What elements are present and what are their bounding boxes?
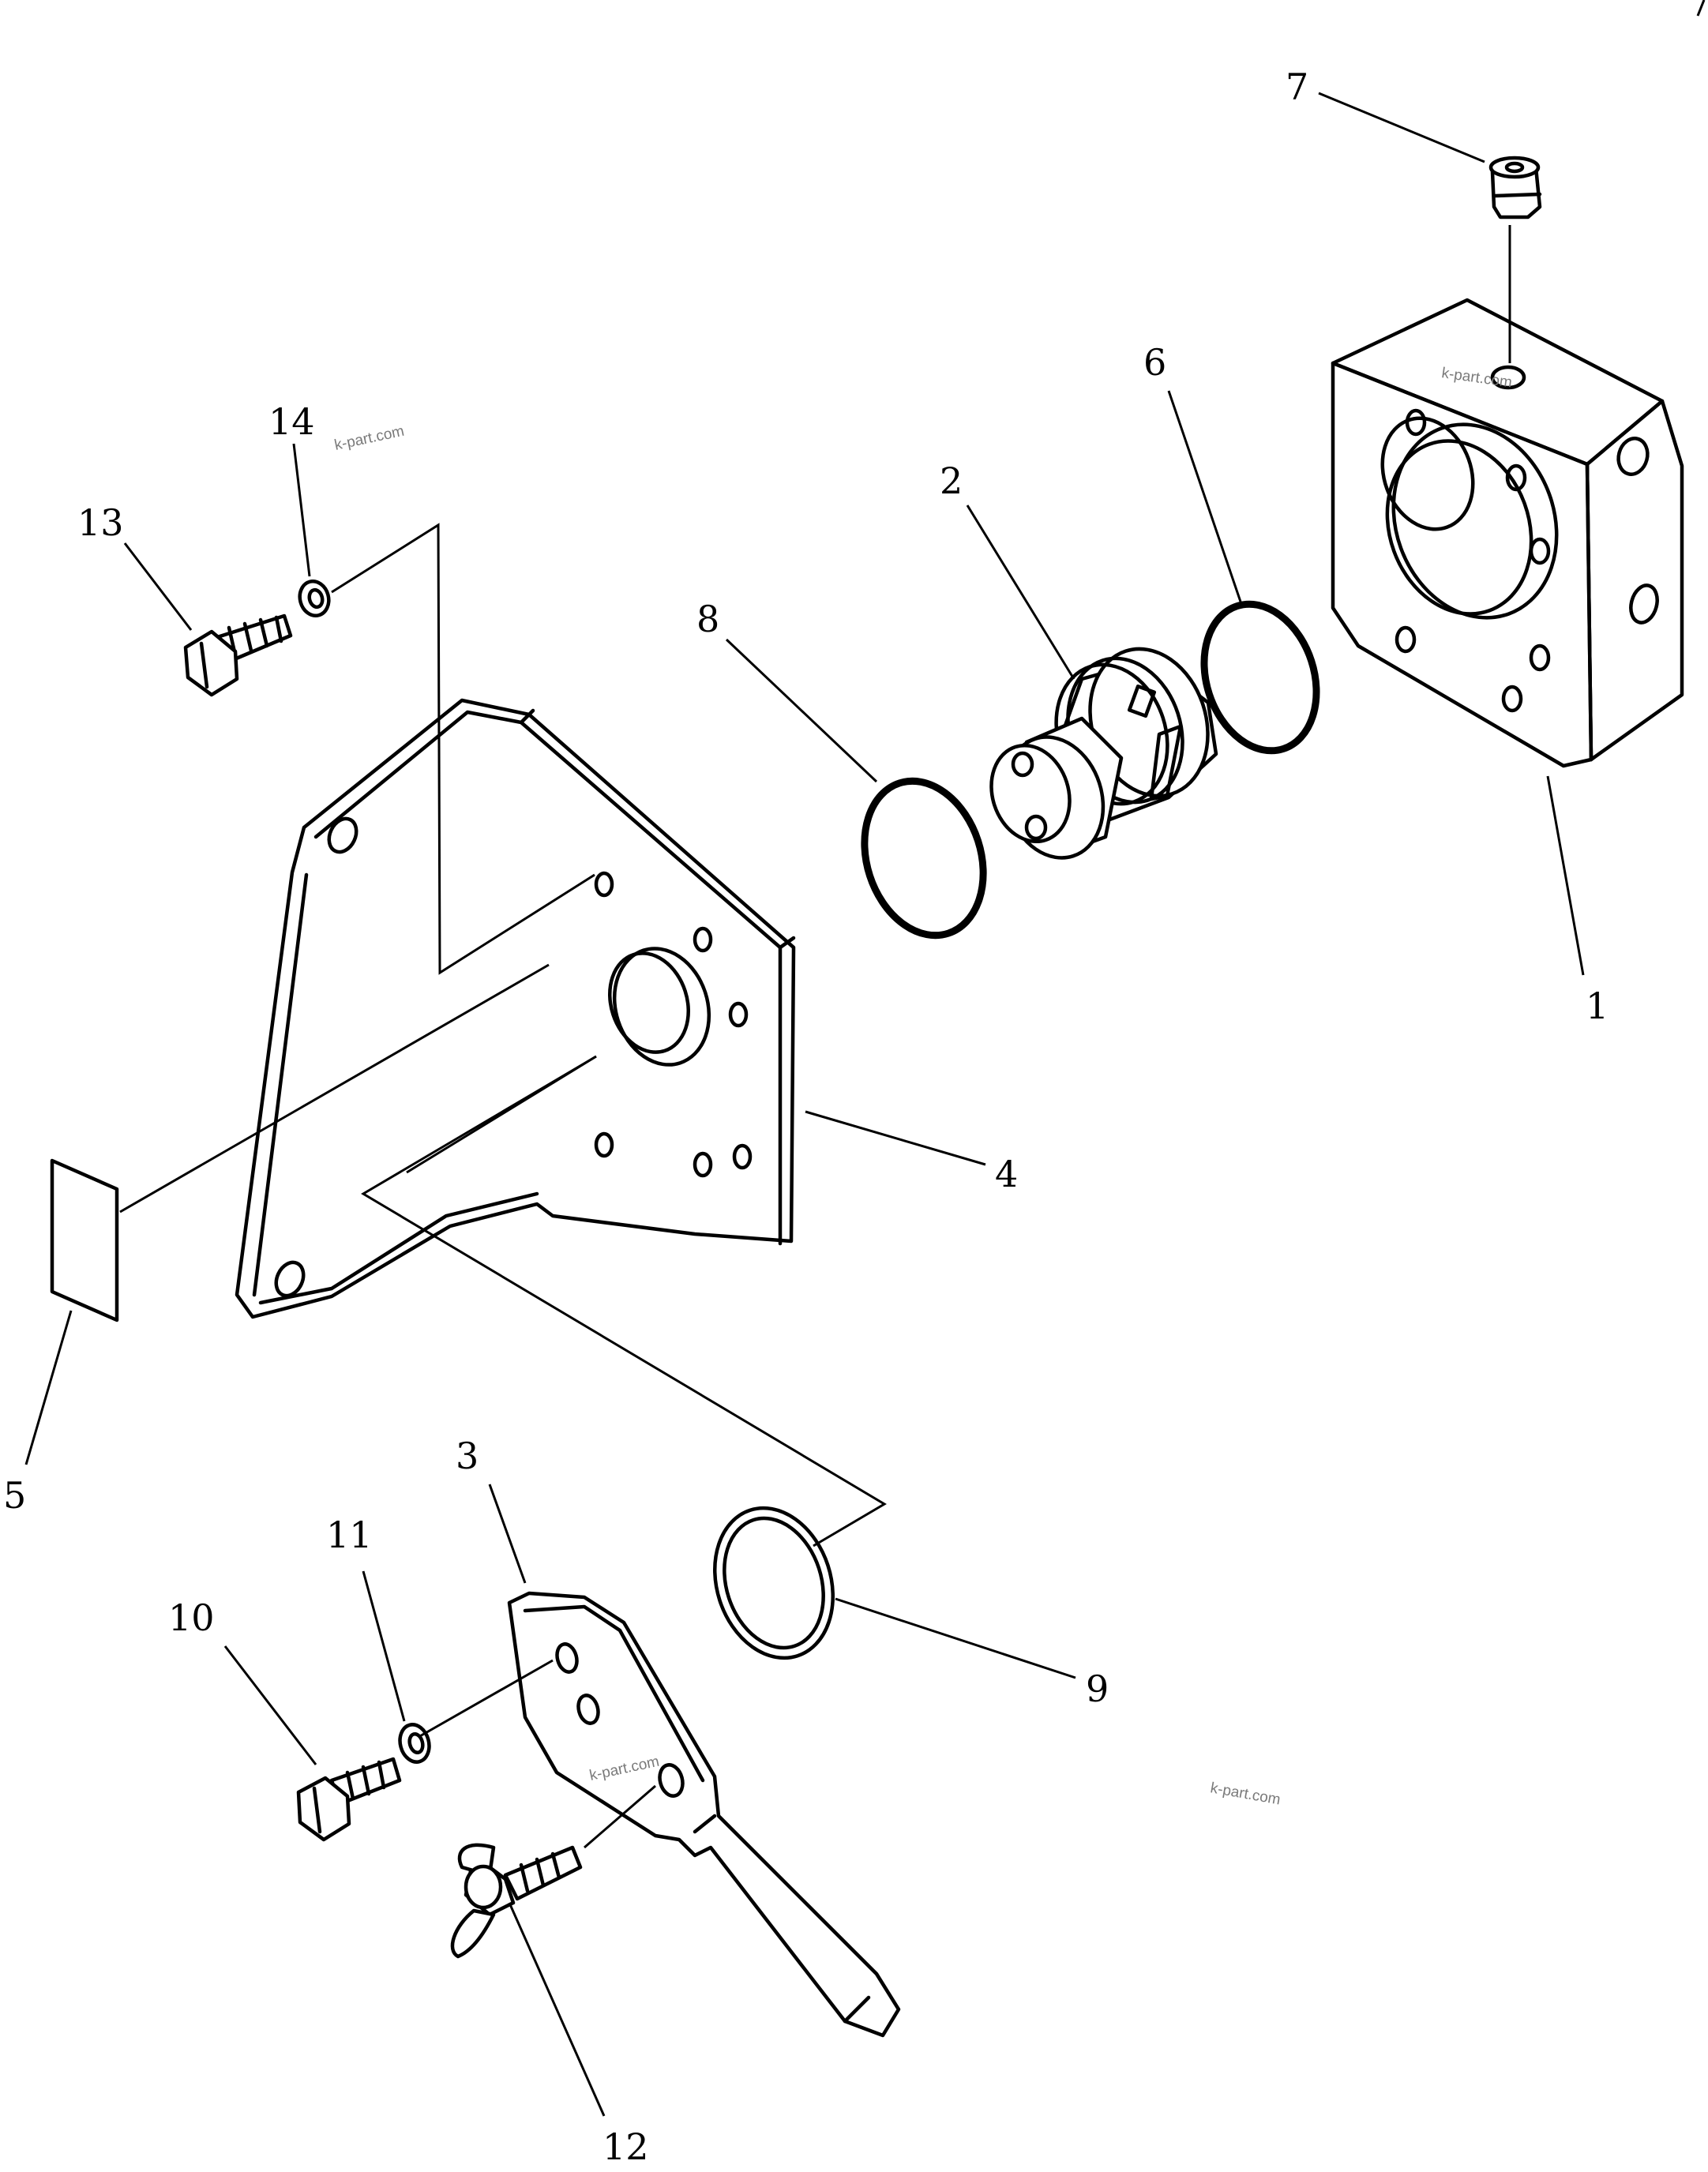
wing-bolt-icon — [450, 1843, 583, 1959]
callout-1: 1 — [1586, 985, 1609, 1027]
leader-14 — [292, 443, 311, 577]
callout-4: 4 — [995, 1153, 1018, 1195]
leader-6 — [1167, 390, 1243, 605]
lever-handle-icon — [507, 1591, 901, 2038]
callout-13: 13 — [77, 501, 124, 544]
watermark: k-part.com — [1209, 1780, 1282, 1808]
plug-icon — [1488, 156, 1542, 219]
leader-3 — [488, 1484, 527, 1584]
o-ring-icon — [861, 777, 987, 940]
callout-10: 10 — [168, 1596, 215, 1639]
leader-10 — [223, 1645, 317, 1765]
hex-bolt-icon — [183, 613, 293, 697]
leader-lines — [24, 92, 1585, 2117]
leader-5 — [24, 1310, 73, 1465]
callout-9: 9 — [1086, 1667, 1109, 1710]
valve-spool-plug-icon — [989, 647, 1218, 860]
leader-8 — [725, 638, 878, 783]
callout-2: 2 — [940, 460, 963, 502]
watermark: k-part.com — [333, 423, 406, 454]
leader-1 — [1546, 775, 1585, 976]
callout-14: 14 — [268, 400, 315, 443]
callout-12: 12 — [602, 2125, 649, 2168]
o-ring-icon — [1200, 600, 1320, 755]
callout-6: 6 — [1143, 341, 1166, 384]
mounting-bracket-plate-icon — [235, 698, 796, 1319]
label-plate-icon — [50, 1158, 119, 1322]
callout-8: 8 — [696, 598, 719, 640]
washer-icon — [398, 1723, 431, 1764]
washer-icon — [298, 579, 331, 618]
callout-numbers: 1 2 3 4 5 6 7 8 9 10 11 12 13 14 — [3, 66, 1609, 2168]
assembly-lines — [119, 225, 1511, 1849]
leader-4 — [805, 1110, 986, 1166]
leader-13 — [123, 542, 193, 631]
ring-seal-icon — [713, 1506, 835, 1660]
callout-7: 7 — [1286, 66, 1308, 108]
corner-mark — [1696, 0, 1706, 17]
callout-5: 5 — [3, 1474, 26, 1517]
callout-3: 3 — [456, 1435, 479, 1477]
leader-7 — [1318, 92, 1485, 163]
leader-12 — [508, 1902, 606, 2117]
hex-bolt-icon — [296, 1757, 402, 1842]
callout-11: 11 — [326, 1514, 373, 1556]
leader-2 — [966, 505, 1075, 680]
leader-9 — [835, 1597, 1076, 1679]
leader-11 — [362, 1570, 406, 1722]
valve-body-block-icon — [1331, 298, 1684, 768]
